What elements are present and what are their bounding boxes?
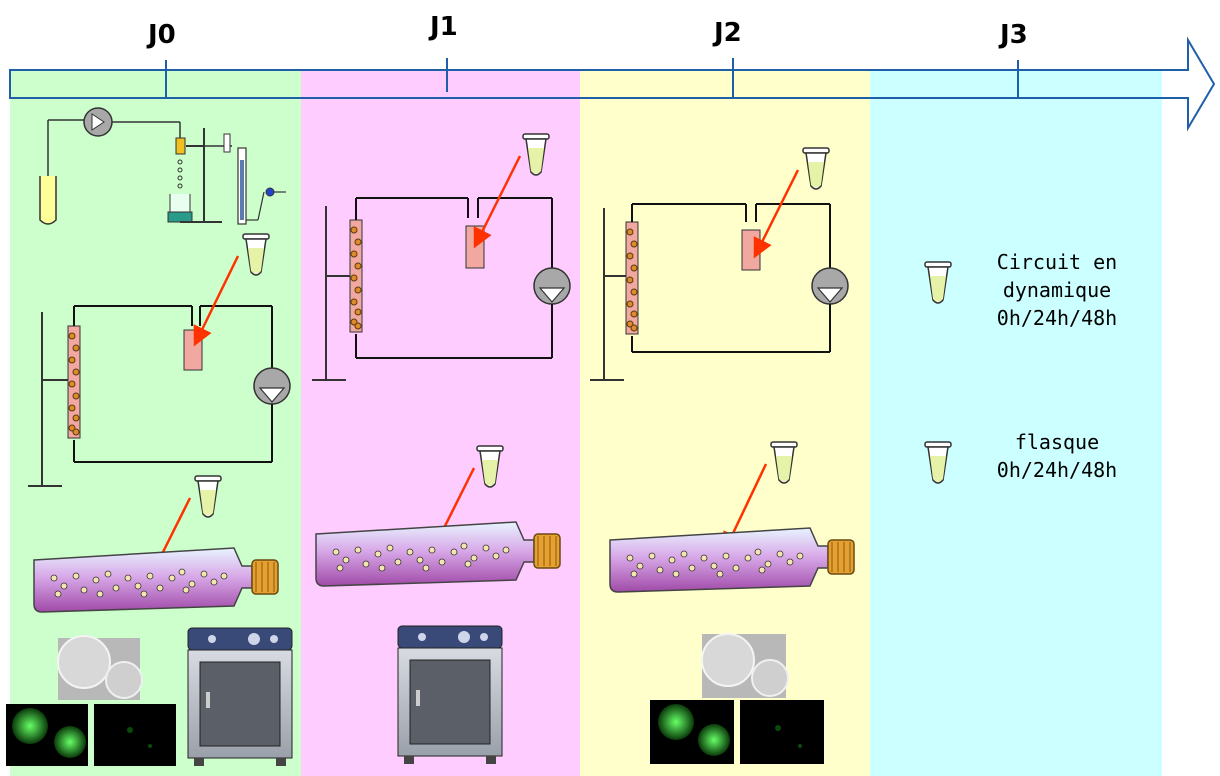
legend-circuit: Circuit en dynamique 0h/24h/48h [972,248,1142,332]
tube-icon [771,442,797,483]
tube-icon [195,476,221,517]
tube-icon [243,234,269,275]
pump-icon [534,268,570,304]
legend-flask-line2: 0h/24h/48h [972,456,1142,484]
dynamic-circuit-j0 [28,234,290,486]
tube-icon [925,442,951,483]
legend-circuit-line2: dynamique [972,276,1142,304]
legend-circuit-line1: Circuit en [972,248,1142,276]
culture-flask-icon [316,522,560,586]
day-label-j3: J3 [1000,20,1028,50]
legend-flask-line1: flasque [972,428,1142,456]
microscopy-image-icon [702,634,788,698]
tube-icon [523,134,549,175]
pump-icon [254,368,290,404]
bioreactor-column-icon [350,220,362,332]
timeline-arrow-icon [10,40,1214,128]
tube-icon [925,262,951,303]
bioreactor-column-icon [68,326,80,438]
tube-icon [803,148,829,189]
culture-flask-icon [610,528,854,592]
tube-icon [477,446,503,487]
day-label-j1: J1 [430,12,458,42]
incubator-icon [188,628,292,766]
bead-production-setup [40,108,286,224]
dynamic-circuit-j2 [590,148,848,380]
fluorescence-image-icon [650,700,824,764]
culture-flask-icon [34,548,278,612]
bioreactor-column-icon [626,222,638,334]
day-label-j2: J2 [714,18,742,48]
legend-flask: flasque 0h/24h/48h [972,428,1142,484]
pump-icon [812,268,848,304]
incubator-icon [398,626,502,764]
fluorescence-image-icon [6,704,176,766]
day-label-j0: J0 [148,20,176,50]
dynamic-circuit-j1 [312,134,570,380]
legend-circuit-line3: 0h/24h/48h [972,304,1142,332]
microscopy-image-icon [58,636,142,700]
